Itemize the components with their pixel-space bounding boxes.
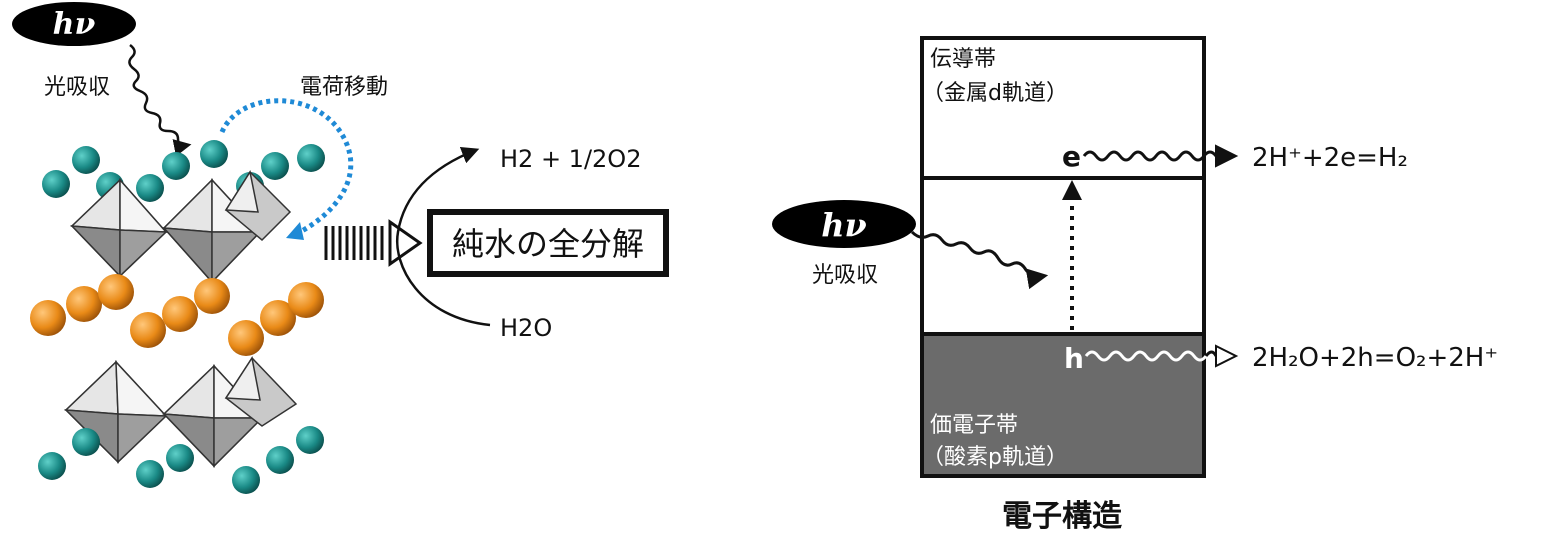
conduction-band-label: 伝導帯 bbox=[930, 47, 996, 72]
valence-band-label: 価電子帯 bbox=[930, 413, 1018, 438]
hole-arrowhead bbox=[1215, 344, 1239, 368]
absorption-label-right: 光吸収 bbox=[812, 263, 878, 288]
reduction-equation: 2H⁺+2e=H₂ bbox=[1252, 143, 1408, 173]
charge-transfer-label: 電荷移動 bbox=[300, 75, 388, 100]
diagram-caption: 電子構造 bbox=[1002, 499, 1122, 532]
octahedron-upper-3 bbox=[224, 170, 292, 242]
hole-wave-outside bbox=[1204, 350, 1218, 357]
product-label: H2 + 1/2O2 bbox=[500, 145, 641, 173]
band-frame bbox=[920, 36, 1206, 478]
charge-transfer-arrowhead bbox=[286, 222, 304, 240]
reaction-arrow bbox=[322, 219, 423, 267]
conduction-band-sub: （金属d軌道） bbox=[922, 81, 1068, 106]
excitation-arrowhead bbox=[1062, 180, 1082, 200]
photon-label-right: hν bbox=[821, 206, 866, 244]
absorption-label-left: 光吸収 bbox=[44, 75, 110, 100]
hole-label: h bbox=[1064, 342, 1084, 375]
reaction-curve bbox=[395, 146, 491, 327]
electron-arrowhead bbox=[1215, 144, 1239, 168]
electron-label: e bbox=[1062, 140, 1081, 173]
left-panel: hν 光吸収 電荷移動 bbox=[12, 2, 669, 494]
crystal-structure bbox=[30, 140, 325, 494]
photon-wave-left bbox=[128, 44, 192, 157]
photon-label-left: hν bbox=[53, 7, 96, 42]
octahedron-lower-3 bbox=[224, 356, 298, 427]
hole-wave bbox=[1084, 350, 1208, 362]
overall-reaction-label: 純水の全分解 bbox=[452, 225, 644, 263]
octahedron-lower-2 bbox=[162, 364, 264, 468]
valence-band-sub: （酸素p軌道） bbox=[922, 445, 1068, 470]
overall-reaction-box: 純水の全分解 bbox=[427, 209, 669, 277]
octahedron-upper-1 bbox=[70, 178, 168, 278]
photon-badge-left: hν bbox=[12, 2, 136, 46]
photon-wave-right bbox=[910, 230, 1049, 290]
reactant-label: H2O bbox=[500, 314, 552, 342]
right-panel: 伝導帯 （金属d軌道） 価電子帯 （酸素p軌道） hν 光吸収 e 2H⁺+2e… bbox=[772, 36, 1498, 534]
oxidation-equation: 2H₂O+2h=O₂+2H⁺ bbox=[1252, 343, 1498, 373]
photon-badge-right: hν bbox=[772, 200, 916, 248]
electron-wave bbox=[1082, 150, 1218, 162]
